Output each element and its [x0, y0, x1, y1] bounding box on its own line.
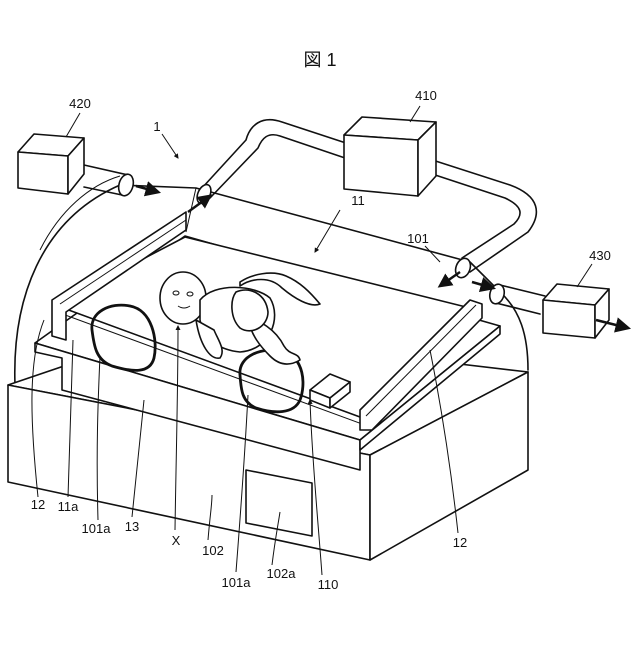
duct-port-left	[194, 182, 213, 205]
label-11a: 11a	[58, 499, 79, 514]
label-11: 11	[351, 193, 365, 208]
label-420: 420	[69, 96, 91, 111]
label-430: 430	[589, 248, 611, 263]
leader-420	[66, 113, 80, 137]
label-101a-right: 101a	[222, 575, 252, 590]
label-12-right: 12	[453, 535, 467, 550]
label-102: 102	[202, 543, 224, 558]
box-430	[543, 284, 609, 338]
label-device: 1	[153, 119, 160, 134]
label-13: 13	[125, 519, 139, 534]
label-410: 410	[415, 88, 437, 103]
leader-1	[162, 134, 178, 158]
duct-410-left-inner	[210, 135, 348, 198]
leader-410	[410, 106, 420, 122]
label-101a-left: 101a	[82, 521, 112, 536]
airflow-arrow-duct-left	[440, 272, 460, 286]
duct-410-left	[202, 120, 352, 188]
box-410	[344, 117, 436, 196]
label-102a: 102a	[267, 566, 297, 581]
box-420	[18, 134, 84, 194]
label-x: X	[172, 533, 181, 548]
duct-410-right	[420, 156, 536, 272]
label-110: 110	[318, 577, 339, 592]
label-101: 101	[407, 231, 429, 246]
leader-11	[315, 210, 340, 252]
leader-430	[577, 264, 592, 287]
figure-title: 図 1	[303, 50, 336, 70]
label-12-left: 12	[31, 497, 45, 512]
